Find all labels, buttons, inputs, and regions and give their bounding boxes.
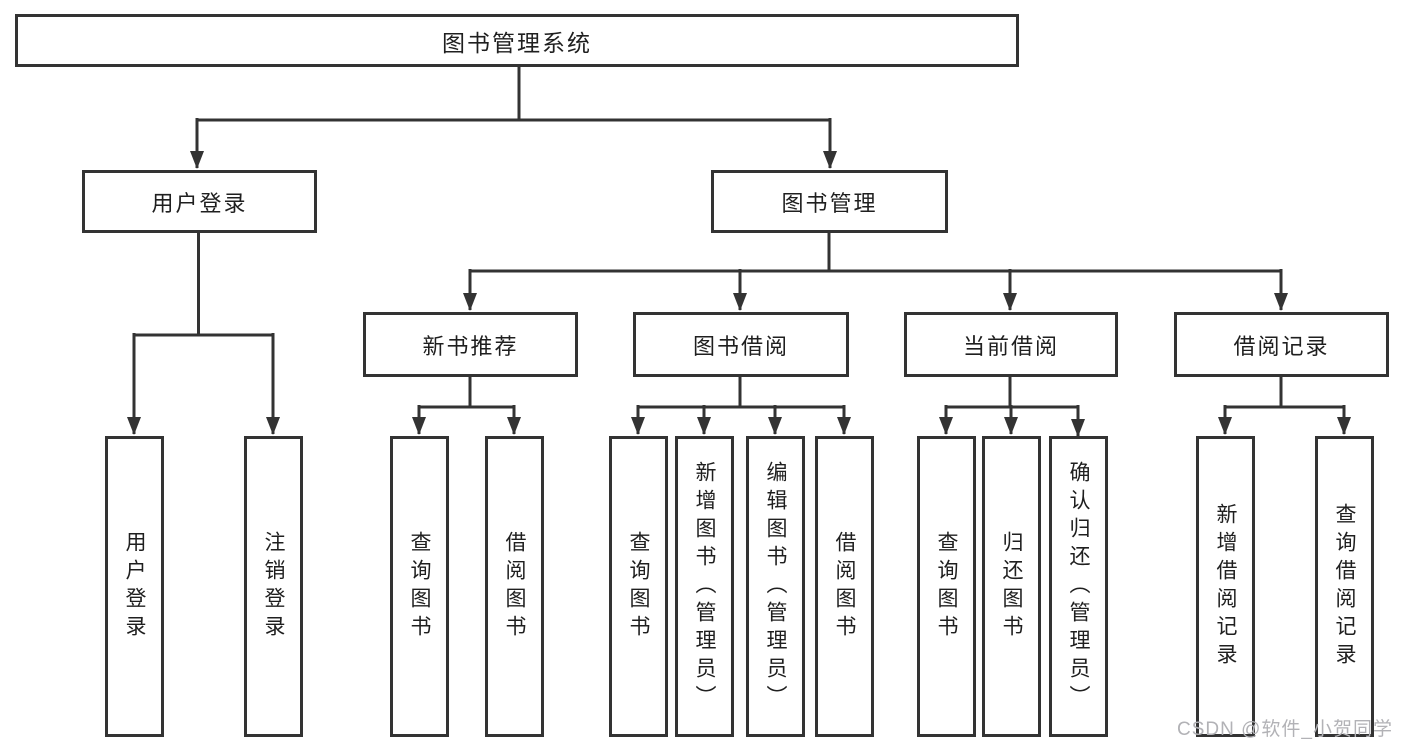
leaf-confirm-return-admin: 确认归还（管理员） bbox=[1049, 436, 1108, 737]
leaf-edit-book-admin: 编辑图书（管理员） bbox=[746, 436, 805, 737]
leaf-query-book-borrow: 查询图书 bbox=[609, 436, 668, 737]
leaf-query-borrow-record: 查询借阅记录 bbox=[1315, 436, 1374, 737]
leaf-return-book: 归还图书 bbox=[982, 436, 1041, 737]
connector-book-management bbox=[463, 233, 1288, 311]
node-borrow-record: 借阅记录 bbox=[1174, 312, 1389, 377]
leaf-borrow-book: 借阅图书 bbox=[815, 436, 874, 737]
connector-borrow-record bbox=[1218, 377, 1351, 435]
connector-root bbox=[190, 66, 837, 169]
node-user-login: 用户登录 bbox=[82, 170, 317, 233]
leaf-add-book-admin: 新增图书（管理员） bbox=[675, 436, 734, 737]
csdn-watermark: CSDN @软件_小贺同学 bbox=[1177, 719, 1393, 740]
node-new-book-recommend: 新书推荐 bbox=[363, 312, 578, 377]
leaf-logout: 注销登录 bbox=[244, 436, 303, 737]
leaf-query-book-current: 查询图书 bbox=[917, 436, 976, 737]
leaf-borrow-book-recommend: 借阅图书 bbox=[485, 436, 544, 737]
connector-new-book-recommend bbox=[412, 377, 521, 435]
connector-current-borrow bbox=[939, 377, 1085, 437]
node-book-management: 图书管理 bbox=[711, 170, 948, 233]
leaf-user-login: 用户登录 bbox=[105, 436, 164, 737]
node-current-borrow: 当前借阅 bbox=[904, 312, 1118, 377]
connector-user-login bbox=[127, 233, 280, 435]
leaf-query-book-recommend: 查询图书 bbox=[390, 436, 449, 737]
leaf-add-borrow-record: 新增借阅记录 bbox=[1196, 436, 1255, 737]
node-library-management-system: 图书管理系统 bbox=[15, 14, 1019, 67]
node-book-borrow: 图书借阅 bbox=[633, 312, 849, 377]
connector-book-borrow bbox=[631, 377, 851, 435]
